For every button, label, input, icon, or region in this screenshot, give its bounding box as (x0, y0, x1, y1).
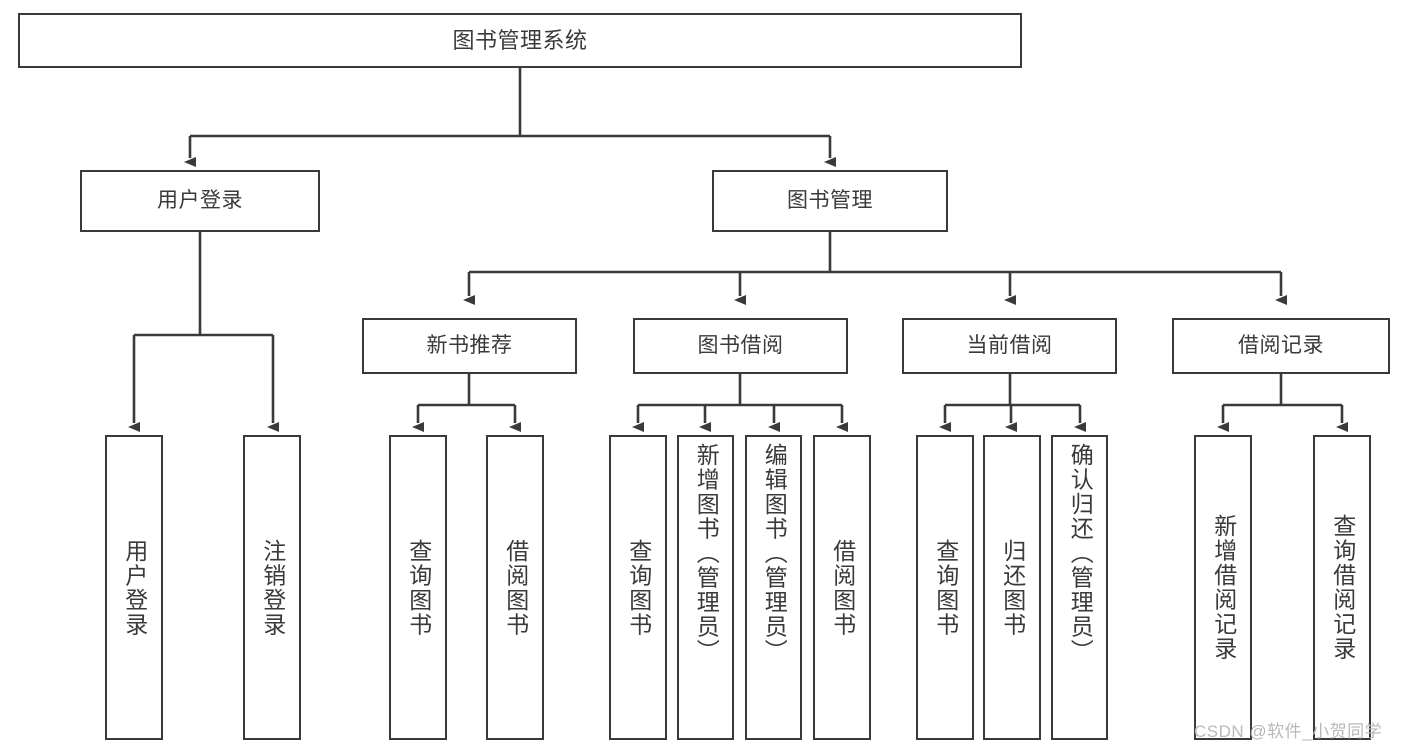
node-label: 查询图书 (932, 538, 959, 637)
node-label: 查询图书 (405, 538, 432, 637)
node-new-book-recommend[interactable]: 新书推荐 (362, 318, 577, 374)
leaf-add-borrow-record[interactable]: 新增借阅记录 (1194, 435, 1252, 740)
node-label: 借阅图书 (829, 538, 856, 637)
leaf-confirm-return-admin[interactable]: 确认归还（管理员） (1051, 435, 1108, 740)
node-book-borrow[interactable]: 图书借阅 (633, 318, 848, 374)
node-label: 查询借阅记录 (1329, 514, 1356, 661)
node-label: 图书管理系统 (452, 27, 588, 53)
leaf-borrow-book-recommend[interactable]: 借阅图书 (486, 435, 544, 740)
leaf-return-book[interactable]: 归还图书 (983, 435, 1041, 740)
node-label: 查询图书 (625, 538, 652, 637)
node-label: 借阅记录 (1238, 333, 1324, 357)
leaf-query-book-current[interactable]: 查询图书 (916, 435, 974, 740)
node-label: 图书借阅 (697, 333, 784, 357)
node-label: 确认归还（管理员） (1067, 443, 1094, 664)
node-label: 当前借阅 (966, 333, 1053, 357)
leaf-edit-book-admin[interactable]: 编辑图书（管理员） (745, 435, 802, 740)
node-label: 用户登录 (157, 188, 243, 212)
csdn-watermark: CSDN @软件_小贺同学 (1194, 722, 1383, 741)
node-root-system[interactable]: 图书管理系统 (18, 13, 1022, 68)
leaf-borrow-book[interactable]: 借阅图书 (813, 435, 871, 740)
leaf-query-book-borrow[interactable]: 查询图书 (609, 435, 667, 740)
node-label: 编辑图书（管理员） (761, 443, 788, 664)
leaf-query-borrow-record[interactable]: 查询借阅记录 (1313, 435, 1371, 740)
leaf-query-book-recommend[interactable]: 查询图书 (389, 435, 447, 740)
leaf-add-book-admin[interactable]: 新增图书（管理员） (677, 435, 734, 740)
node-label: 新增图书（管理员） (693, 443, 720, 664)
node-label: 用户登录 (121, 538, 148, 637)
node-book-management[interactable]: 图书管理 (712, 170, 948, 232)
node-label: 新增借阅记录 (1210, 514, 1237, 661)
node-label: 归还图书 (999, 538, 1026, 637)
node-label: 新书推荐 (426, 333, 513, 357)
node-label: 图书管理 (787, 188, 873, 212)
leaf-logout[interactable]: 注销登录 (243, 435, 301, 740)
node-borrow-records[interactable]: 借阅记录 (1172, 318, 1390, 374)
node-label: 注销登录 (259, 538, 286, 637)
node-user-login[interactable]: 用户登录 (80, 170, 320, 232)
leaf-user-login[interactable]: 用户登录 (105, 435, 163, 740)
node-label: 借阅图书 (502, 538, 529, 637)
node-current-borrow[interactable]: 当前借阅 (902, 318, 1117, 374)
